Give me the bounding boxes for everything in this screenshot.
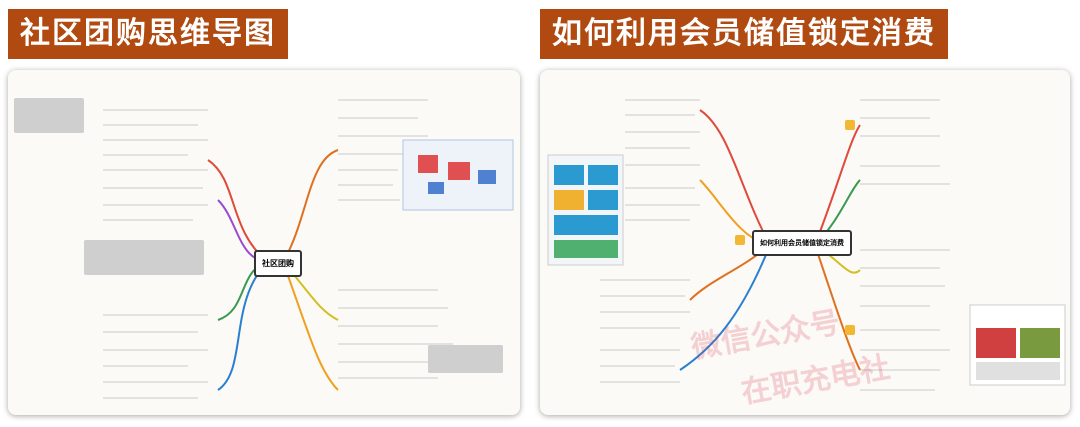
right-banner-title: 如何利用会员储值锁定消费 <box>540 9 948 59</box>
right-panel: 如何利用会员储值锁定消费 <box>540 0 1080 427</box>
right-mindmap <box>547 99 1066 391</box>
right-center-node: 如何利用会员储值锁定消费 <box>752 230 852 256</box>
left-banner-title: 社区团购思维导图 <box>8 9 288 59</box>
left-panel: 社区团购思维导图 <box>0 0 535 427</box>
left-mindmap <box>14 98 514 399</box>
right-mindmap-card: 如何利用会员储值锁定消费 微信公众号 在职充电社 <box>540 70 1070 415</box>
left-center-node: 社区团购 <box>254 250 302 277</box>
left-mindmap-card: 社区团购 <box>8 70 520 415</box>
